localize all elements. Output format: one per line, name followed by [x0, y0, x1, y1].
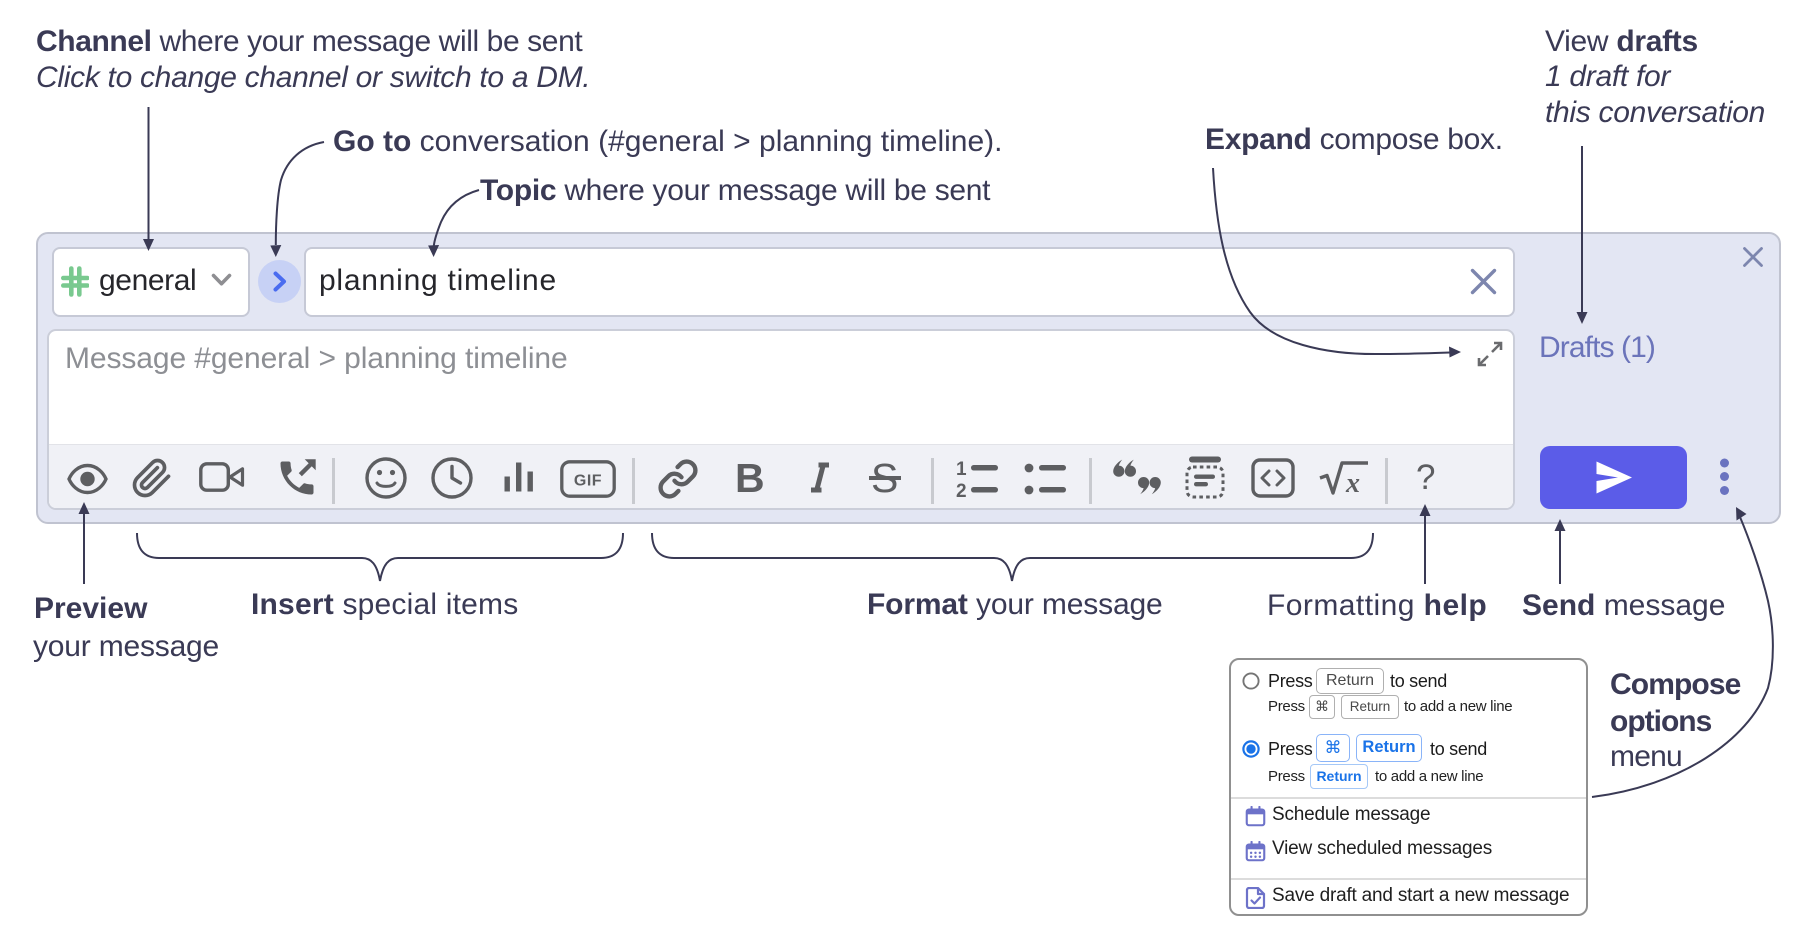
svg-text:GIF: GIF: [574, 473, 602, 490]
svg-text:1: 1: [956, 459, 967, 480]
svg-text:x: x: [1345, 468, 1360, 498]
svg-text:2: 2: [956, 481, 967, 499]
